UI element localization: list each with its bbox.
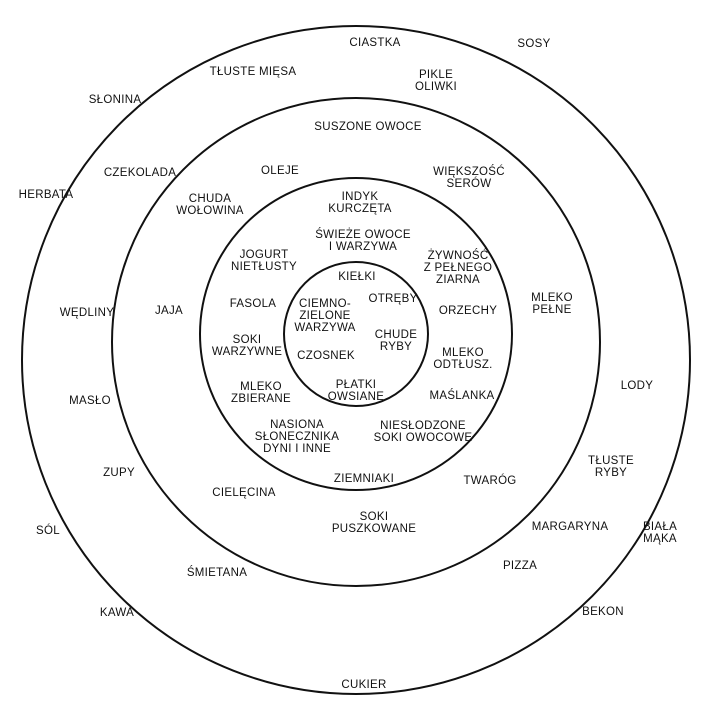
food-label: PIKLE OLIWKI	[414, 69, 458, 93]
food-label: SOSY	[517, 38, 551, 50]
food-label: SOKI WARZYWNE	[211, 334, 283, 358]
food-label: TŁUSTE RYBY	[588, 455, 634, 479]
ring-inner	[283, 261, 429, 407]
food-label: BIAŁA MĄKA	[642, 521, 678, 545]
food-label: MAŚLANKA	[429, 390, 495, 402]
food-label: CHUDA WOŁOWINA	[176, 193, 244, 217]
food-label: LODY	[620, 380, 654, 392]
food-label: JAJA	[154, 305, 184, 317]
food-label: SŁONINA	[88, 94, 142, 106]
food-label: KIEŁKI	[338, 271, 376, 283]
food-label: ZUPY	[103, 467, 135, 479]
food-label: ŻYWNOŚĆ Z PEŁNEGO ZIARNA	[423, 250, 493, 286]
food-label: OTRĘBY	[368, 293, 418, 305]
food-label: JOGURT NIETŁUSTY	[231, 249, 297, 273]
food-label: OLEJE	[261, 165, 299, 177]
food-label: MLEKO ZBIERANE	[231, 381, 291, 405]
food-label: NIESŁODZONE SOKI OWOCOWE	[373, 420, 473, 444]
food-label: SOKI PUSZKOWANE	[331, 511, 417, 535]
food-label: WIĘKSZOŚĆ SERÓW	[433, 166, 505, 190]
food-label: MLEKO PEŁNE	[531, 292, 573, 316]
food-label: INDYK KURCZĘTA	[328, 191, 392, 215]
food-label: NASIONA SŁONECZNIKA DYNI I INNE	[254, 419, 340, 455]
food-label: SUSZONE OWOCE	[314, 121, 422, 133]
food-label: ZIEMNIAKI	[333, 473, 395, 485]
food-label: MLEKO ODTŁUSZ.	[433, 347, 493, 371]
food-label: KAWA	[99, 607, 135, 619]
food-label: TWARÓG	[463, 475, 517, 487]
food-label: ŚWIEŻE OWOCE I WARZYWA	[315, 229, 411, 253]
food-label: BEKON	[582, 606, 624, 618]
food-label: CUKIER	[341, 679, 387, 691]
food-label: PIZZA	[502, 560, 538, 572]
food-label: CIELĘCINA	[212, 487, 276, 499]
food-label: CHUDE RYBY	[374, 329, 418, 353]
food-label: MARGARYNA	[531, 521, 609, 533]
food-label: MASŁO	[69, 395, 111, 407]
food-label: CIEMNO- ZIELONE WARZYWA	[294, 298, 356, 334]
food-label: CIASTKA	[349, 37, 401, 49]
ring-second	[111, 97, 601, 587]
ring-third	[199, 177, 513, 491]
food-label: ŚMIETANA	[186, 567, 248, 579]
food-label: CZEKOLADA	[103, 167, 177, 179]
food-label: PŁATKI OWSIANE	[327, 379, 385, 403]
food-label: CZOSNEK	[297, 350, 355, 362]
food-label: FASOLA	[229, 298, 277, 310]
food-label: WĘDLINY	[59, 307, 115, 319]
food-label: SÓL	[36, 525, 60, 537]
food-label: HERBATA	[18, 189, 74, 201]
food-label: ORZECHY	[438, 305, 498, 317]
ring-outer	[21, 25, 691, 695]
food-label: TŁUSTE MIĘSA	[209, 66, 297, 78]
